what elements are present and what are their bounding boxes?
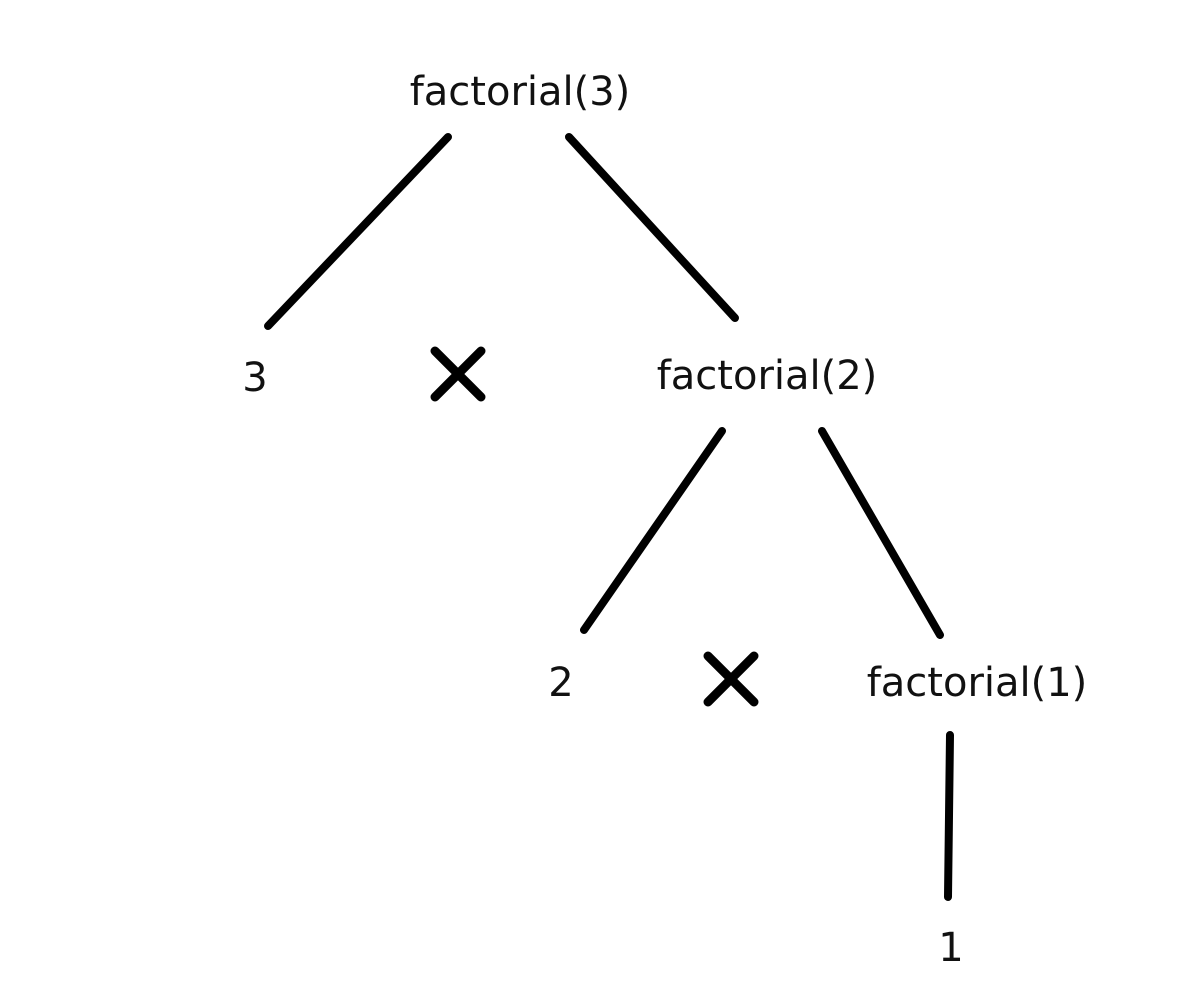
edge-factorial-1-to-1: [944, 731, 954, 901]
node-operand-3: 3: [242, 355, 268, 401]
edge-root-to-factorial-2: [565, 133, 739, 322]
multiply-icon: [703, 651, 759, 707]
edge-factorial-2-to-factorial-1: [818, 427, 944, 639]
node-factorial-1: factorial(1): [866, 660, 1088, 706]
edge-root-to-3: [264, 133, 452, 330]
node-operand-2: 2: [548, 660, 574, 706]
node-factorial-2: factorial(2): [656, 353, 878, 399]
node-factorial-3: factorial(3): [409, 69, 631, 115]
node-result-1: 1: [938, 925, 964, 971]
edge-factorial-2-to-2: [580, 427, 726, 634]
multiply-icon: [430, 346, 486, 402]
